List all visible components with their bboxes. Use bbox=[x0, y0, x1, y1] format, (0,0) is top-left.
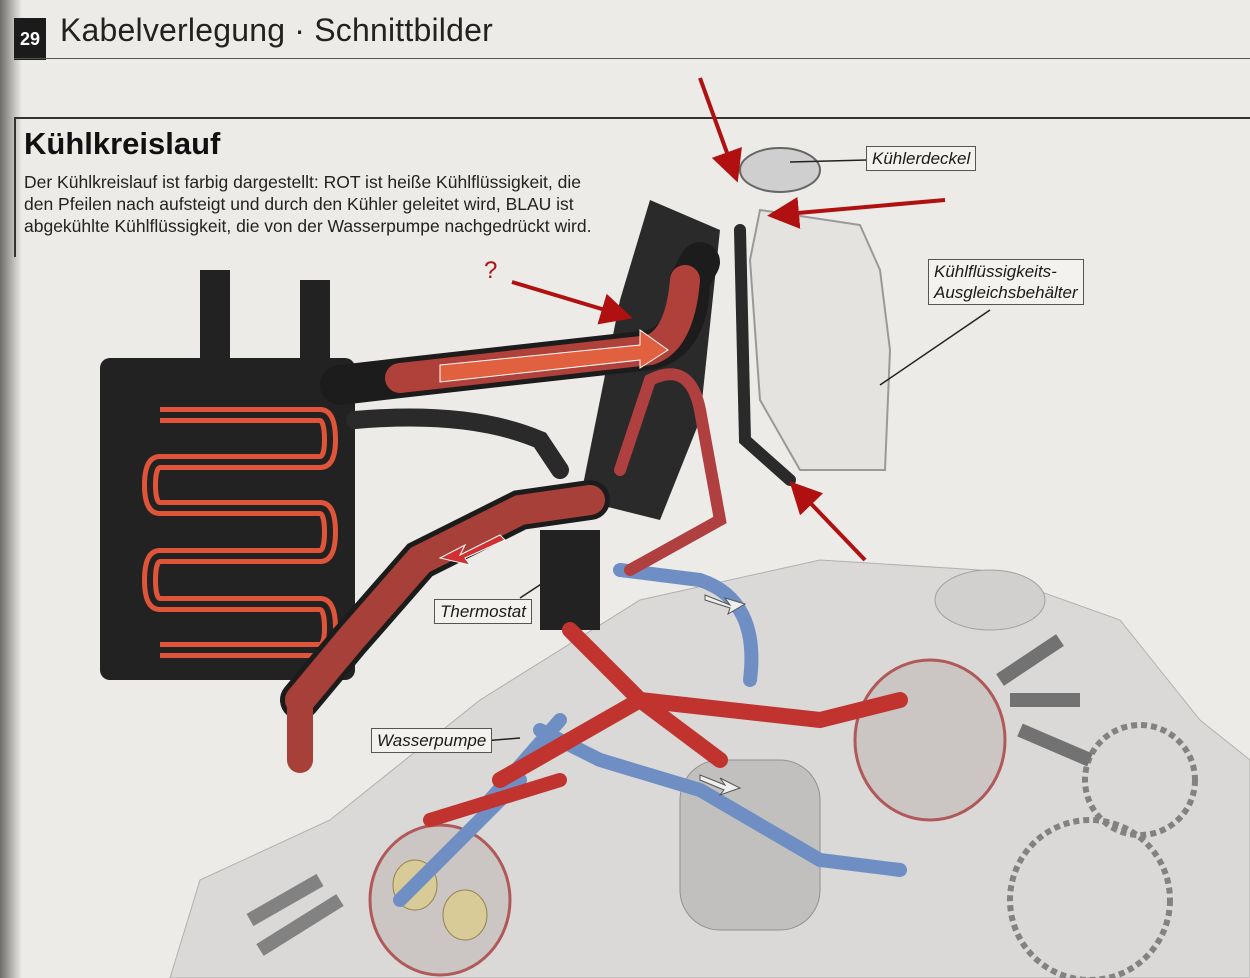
label-line: Kühlflüssigkeits- bbox=[934, 262, 1057, 281]
page-number-badge: 29 bbox=[14, 18, 46, 60]
expansion-tank bbox=[739, 147, 892, 471]
annotation-arrow bbox=[767, 196, 946, 229]
header-title: Kabelverlegung · Schnittbilder bbox=[60, 12, 493, 48]
intro-paragraph: Der Kühlkreislauf ist farbig dargestellt… bbox=[24, 171, 664, 237]
section-divider bbox=[14, 117, 1250, 119]
hot-coolant-lines bbox=[280, 224, 908, 827]
intro-line: Der Kühlkreislauf ist farbig dargestellt… bbox=[24, 172, 582, 192]
intro-line: abgekühlte Kühlflüssigkeit, die von der … bbox=[24, 216, 592, 236]
label-expansion-tank: Kühlflüssigkeits- Ausgleichsbehälter bbox=[928, 259, 1084, 305]
label-leader-lines bbox=[482, 159, 991, 742]
annotation-arrow bbox=[789, 481, 867, 562]
radiator bbox=[100, 270, 355, 680]
radiator-cap bbox=[739, 147, 821, 193]
label-water-pump: Wasserpumpe bbox=[371, 728, 493, 753]
label-radiator-cap: Kühlerdeckel bbox=[866, 146, 977, 171]
page-binding-shadow bbox=[0, 0, 22, 978]
header-divider bbox=[14, 58, 1250, 59]
section-title: Kühlkreislauf bbox=[24, 126, 221, 161]
annotation-arrow bbox=[511, 280, 633, 325]
section-divider-vertical bbox=[14, 117, 16, 257]
flow-arrows bbox=[438, 329, 669, 566]
intro-line: den Pfeilen nach aufsteigt und durch den… bbox=[24, 194, 574, 214]
question-mark-annotation: ? bbox=[484, 257, 498, 284]
annotation-arrow bbox=[698, 77, 742, 183]
label-thermostat: Thermostat bbox=[434, 599, 532, 624]
label-line: Ausgleichsbehälter bbox=[934, 283, 1078, 302]
annotation-arrows bbox=[511, 77, 946, 562]
cold-flow-arrows bbox=[699, 594, 747, 797]
engine-block bbox=[169, 559, 1250, 978]
